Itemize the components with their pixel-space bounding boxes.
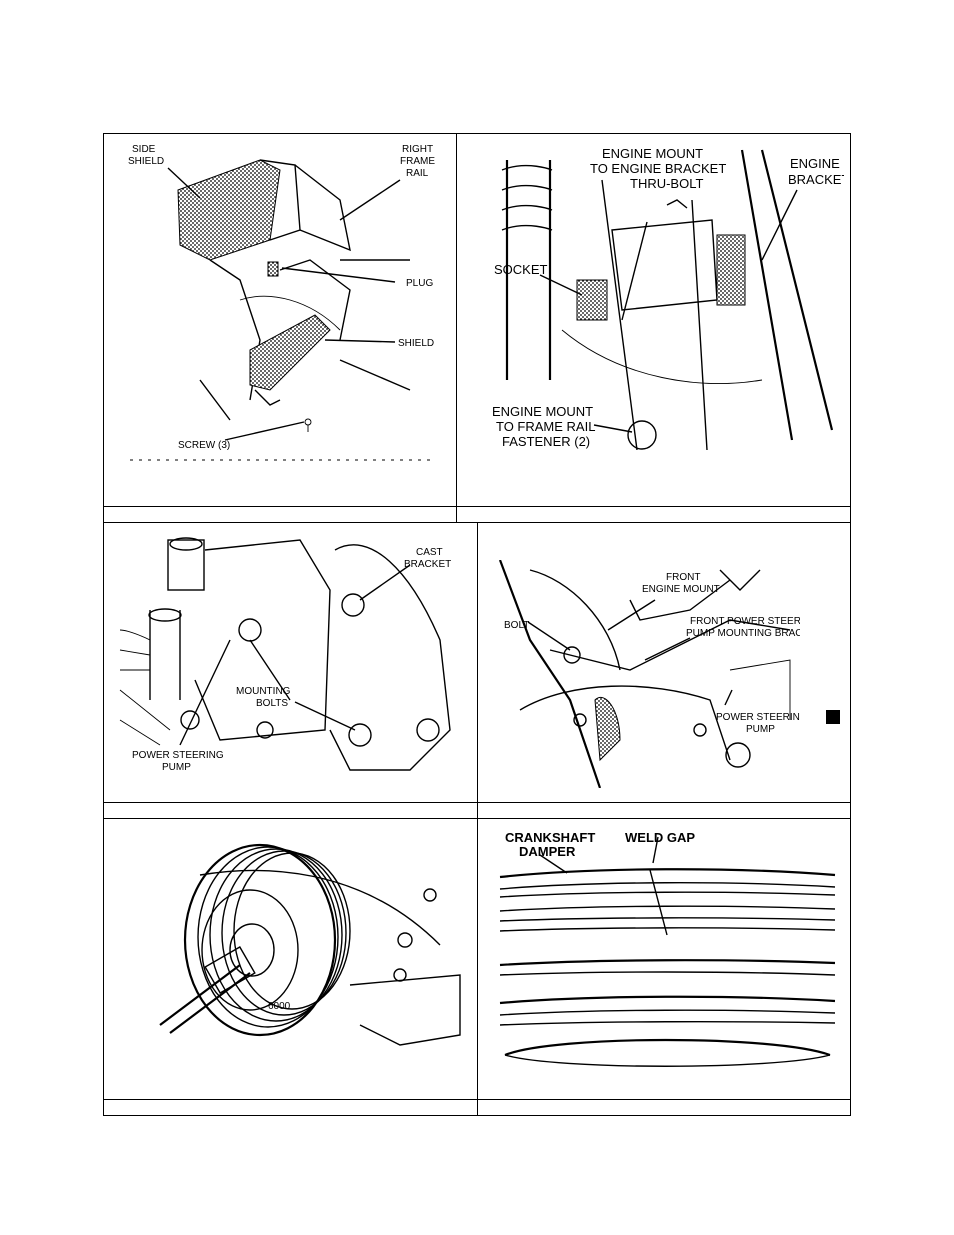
label-frame-fastener-2: TO FRAME RAIL bbox=[496, 419, 595, 434]
label-right-frame-rail-3: RAIL bbox=[406, 168, 429, 179]
caption-row-3-right bbox=[477, 1099, 851, 1116]
label-crankshaft-1: CRANKSHAFT bbox=[505, 830, 595, 845]
svg-text:6000: 6000 bbox=[268, 1001, 291, 1012]
label-cast-2: BRACKET bbox=[404, 559, 451, 570]
label-frame-fastener-1: ENGINE MOUNT bbox=[492, 404, 593, 419]
label-cast-1: CAST bbox=[416, 547, 443, 558]
label-ps-pump-front-1: POWER STEERING bbox=[716, 712, 800, 723]
label-ps-bracket-2: PUMP MOUNTING BRACKE bbox=[686, 628, 800, 639]
label-mounting-2: BOLTS bbox=[256, 698, 288, 709]
label-bolt: BOLT bbox=[504, 620, 529, 631]
label-ps-bracket-1: FRONT POWER STEERING bbox=[690, 616, 800, 627]
label-thru-bolt-1: ENGINE MOUNT bbox=[602, 146, 703, 161]
figure-damper-puller: 6000 bbox=[140, 825, 465, 1055]
label-engine-bracket-1: ENGINE - bbox=[790, 156, 844, 171]
label-engine-bracket-2: BRACKET bbox=[788, 172, 844, 187]
figure-weld-gap: CRANKSHAFT DAMPER WELD GAP bbox=[495, 825, 840, 1070]
caption-row-3-left bbox=[103, 1099, 478, 1116]
shield-part bbox=[249, 314, 331, 391]
label-socket: SOCKET bbox=[494, 262, 548, 277]
figure-side-shield: SIDE SHIELD RIGHT FRAME RAIL PLUG SHIELD… bbox=[110, 140, 450, 485]
figure-cell-weld-gap bbox=[477, 818, 851, 1100]
label-weld-gap: WELD GAP bbox=[625, 830, 695, 845]
caption-row-1-left bbox=[103, 506, 457, 523]
figure-cell-front-mount bbox=[477, 522, 851, 803]
caption-row-1-right bbox=[456, 506, 851, 523]
label-right-frame-rail-1: RIGHT bbox=[402, 144, 433, 155]
label-thru-bolt-3: THRU-BOLT bbox=[630, 176, 703, 191]
label-ps-pump-1: POWER STEERING bbox=[132, 750, 224, 761]
label-ps-pump-front-2: PUMP bbox=[746, 724, 775, 735]
caption-row-2-left bbox=[103, 802, 478, 819]
label-frame-fastener-3: FASTENER (2) bbox=[502, 434, 590, 449]
figure-engine-mount: ENGINE MOUNT TO ENGINE BRACKET THRU-BOLT… bbox=[462, 140, 844, 450]
caption-row-2-right bbox=[477, 802, 851, 819]
label-side-shield-1: SIDE bbox=[132, 144, 156, 155]
label-front-mount-2: ENGINE MOUNT bbox=[642, 584, 720, 595]
label-front-mount-1: FRONT bbox=[666, 572, 700, 583]
label-ps-pump-2: PUMP bbox=[162, 762, 191, 773]
figure-cast-bracket: CAST BRACKET MOUNTING BOLTS POWER STEERI… bbox=[110, 530, 472, 785]
label-side-shield-2: SHIELD bbox=[128, 156, 164, 167]
figure-cell-engine-mount bbox=[456, 133, 851, 507]
side-shield-part bbox=[177, 159, 281, 261]
figure-cell-damper-puller bbox=[103, 818, 478, 1100]
label-right-frame-rail-2: FRAME bbox=[400, 156, 435, 167]
label-thru-bolt-2: TO ENGINE BRACKET bbox=[590, 161, 726, 176]
square-marker-icon bbox=[826, 710, 840, 724]
label-plug: PLUG bbox=[406, 278, 433, 289]
plug-part bbox=[267, 261, 279, 277]
label-mounting-1: MOUNTING bbox=[236, 686, 291, 697]
label-crankshaft-2: DAMPER bbox=[519, 844, 576, 859]
figure-cell-side-shield bbox=[103, 133, 457, 507]
label-shield: SHIELD bbox=[398, 338, 434, 349]
figure-front-mount: FRONT ENGINE MOUNT BOLT FRONT POWER STEE… bbox=[490, 560, 800, 788]
label-screw: SCREW (3) bbox=[178, 440, 230, 451]
